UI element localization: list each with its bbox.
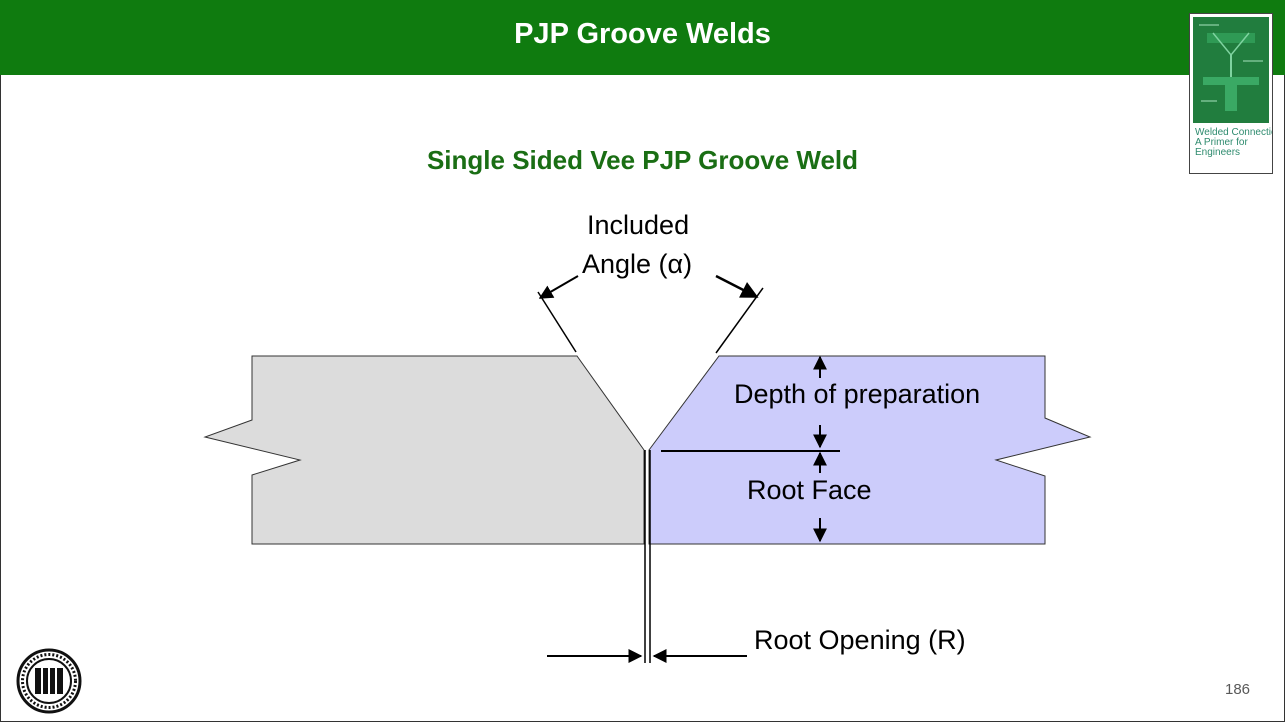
book-cover-thumbnail: Welded Connections— A Primer for Enginee… [1189, 13, 1273, 174]
left-plate [203, 355, 645, 545]
aisc-seal-icon [16, 648, 82, 714]
cover-illustration [1193, 17, 1269, 123]
cover-title-line: Welded Connections— [1195, 127, 1272, 138]
included-angle-label-line1: Included [587, 210, 690, 240]
root-face-label: Root Face [747, 475, 872, 505]
angle-extension-left [537, 291, 577, 353]
right-plate [648, 355, 1092, 545]
page-number: 186 [1225, 681, 1251, 698]
root-opening-label: Root Opening (R) [754, 625, 966, 655]
angle-extension-right [715, 287, 764, 354]
angle-arrow-right [715, 274, 759, 299]
angle-arrow-left [538, 275, 579, 299]
title-bar: PJP Groove Welds [0, 0, 1285, 75]
included-angle-label-line2: Angle (α) [582, 249, 693, 279]
depth-of-preparation-label: Depth of preparation [734, 379, 981, 409]
cover-title-line: A Primer for [1195, 137, 1248, 148]
slide-title: PJP Groove Welds [514, 18, 771, 50]
cover-title-line: Engineers [1195, 147, 1241, 158]
diagram-subtitle: Single Sided Vee PJP Groove Weld [426, 145, 859, 175]
cover-weld-sketch-icon [1199, 24, 1263, 111]
cover-title: Welded Connections— A Primer for Enginee… [1195, 127, 1272, 158]
